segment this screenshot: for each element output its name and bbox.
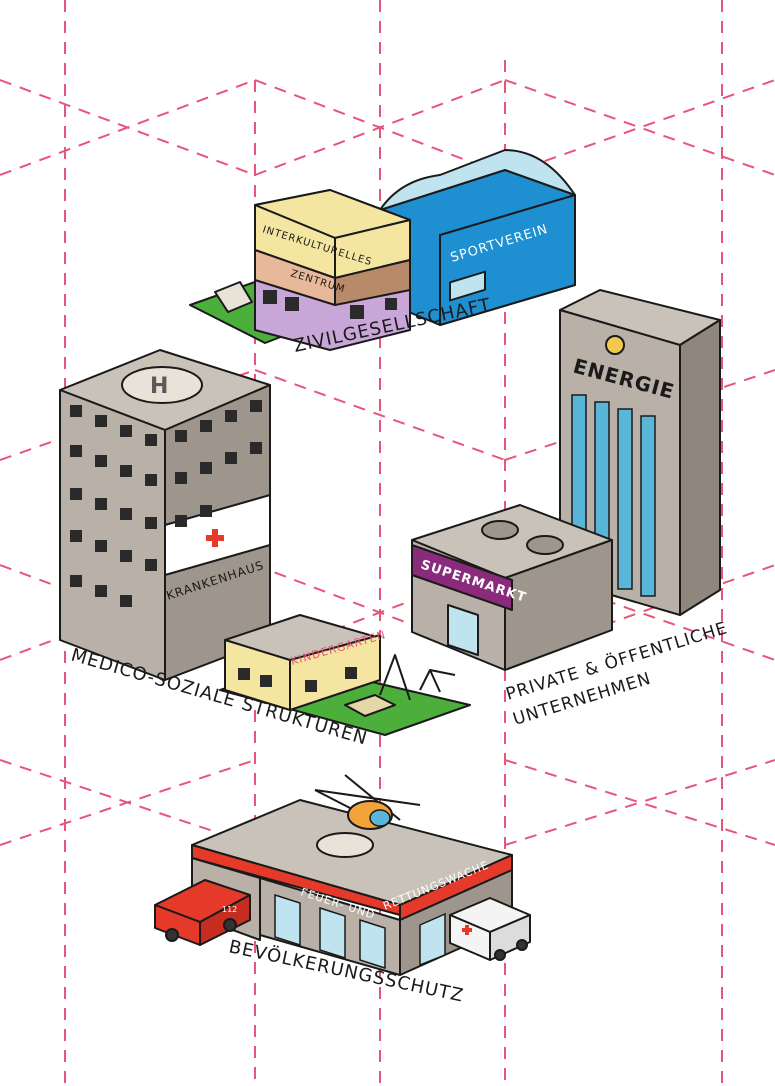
ambulance-icon bbox=[449, 897, 531, 961]
fire-truck-icon: 112 bbox=[154, 879, 251, 946]
swing-icon bbox=[419, 669, 456, 693]
red-cross-icon bbox=[212, 529, 218, 547]
station-helipad bbox=[316, 832, 374, 858]
lightning-icon bbox=[605, 335, 625, 355]
truck-number: 112 bbox=[222, 905, 237, 914]
supermarket-building: SUPERMARKT bbox=[411, 504, 613, 671]
roof-fan-icon-2 bbox=[526, 535, 564, 555]
bench-icon bbox=[214, 281, 253, 313]
fire-station: FEUER- UND RETTUNGSWACHE 112 bbox=[154, 774, 531, 976]
kindergarten: KINDERGARTEN bbox=[219, 614, 471, 736]
helipad-h: H bbox=[150, 374, 168, 399]
helicopter-icon bbox=[314, 774, 421, 830]
civil-society-cluster: SPORTVEREIN INTERKULTURELLES ZENTRUM bbox=[189, 149, 576, 351]
roof-fan-icon bbox=[481, 520, 519, 540]
helipad-roof bbox=[121, 366, 203, 404]
sports-hall-roof bbox=[379, 149, 576, 211]
slide-icon bbox=[379, 654, 411, 701]
hospital-building: H KRANKENHAUS bbox=[59, 349, 271, 681]
sandbox-icon bbox=[344, 694, 396, 717]
